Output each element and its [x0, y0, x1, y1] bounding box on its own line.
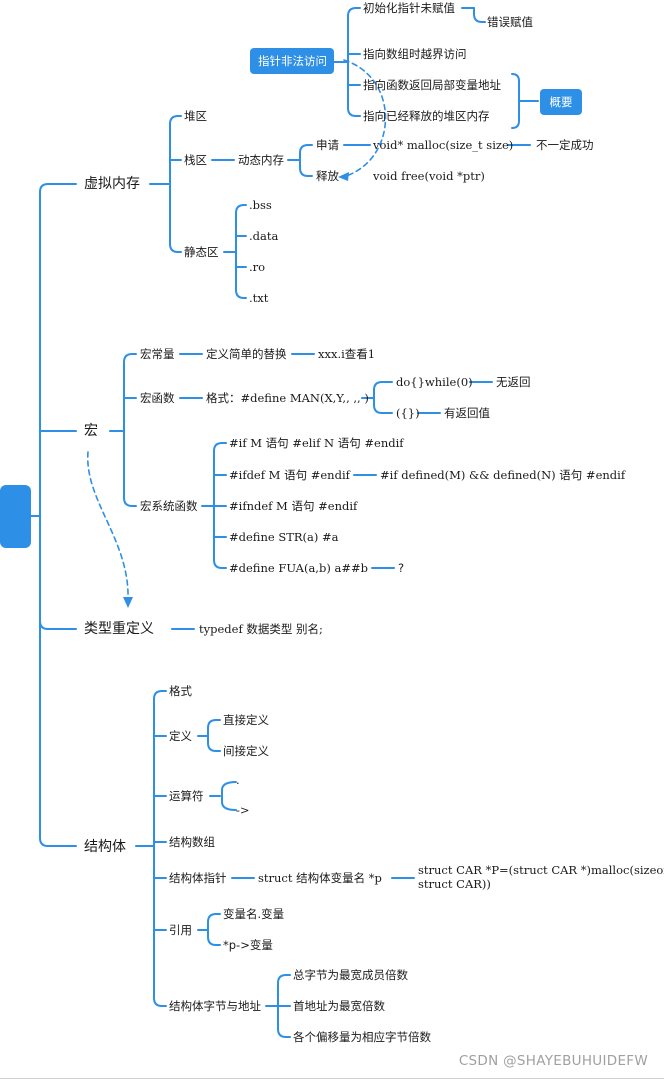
total-bytes-node[interactable]: 总字节为最宽成员倍数 — [293, 968, 408, 982]
dowhile-node[interactable]: do{}while(0) — [396, 375, 473, 389]
dynamic-memory-node[interactable]: 动态内存 — [238, 153, 284, 167]
struct-node[interactable]: 结构体 — [84, 839, 126, 855]
uninit-branch — [473, 7, 486, 23]
if-node[interactable]: #if M 语句 #elif N 语句 #endif — [229, 436, 404, 450]
has-return-node[interactable]: 有返回值 — [444, 406, 490, 420]
heap-node[interactable]: 堆区 — [184, 109, 207, 123]
bottom-divider — [0, 1078, 664, 1079]
macro-sys-node[interactable]: 宏系统函数 — [140, 499, 198, 513]
vm-branch — [169, 115, 182, 253]
pointer-var-node[interactable]: struct 结构体变量名 *p — [258, 871, 382, 885]
ref-arrow-node[interactable]: *p->变量 — [223, 938, 273, 952]
bss-node[interactable]: .bss — [249, 198, 272, 212]
watermark: CSDN @SHAYEBUHUIDEFW — [458, 1053, 648, 1069]
overview-brace — [511, 73, 539, 129]
free-arrowhead — [338, 172, 349, 181]
const-def-node[interactable]: 定义简单的替换 — [206, 347, 287, 361]
struct-pointer-node[interactable]: 结构体指针 — [169, 871, 227, 885]
typedef-desc-node[interactable]: typedef 数据类型 别名; — [199, 622, 323, 636]
offset-node[interactable]: 各个偏移量为相应字节倍数 — [293, 1030, 431, 1044]
stack-node[interactable]: 栈区 — [184, 153, 207, 167]
malloc-node[interactable]: void* malloc(size_t size) — [373, 138, 514, 152]
dynamic-branch — [299, 144, 313, 177]
ifdef-node[interactable]: #ifdef M 语句 #endif — [229, 468, 350, 482]
operator-brace — [221, 781, 237, 811]
dot-operator-node[interactable]: . — [236, 773, 240, 787]
not-success-node[interactable]: 不一定成功 — [536, 138, 594, 152]
struct-branch — [153, 690, 167, 1007]
uninit-node[interactable]: 初始化指针未赋值 — [363, 1, 455, 15]
release-node[interactable]: 释放 — [316, 169, 339, 183]
pointer-code-line2[interactable]: struct CAR)) — [418, 877, 491, 891]
typedef-arrowhead — [123, 597, 133, 608]
define-branch — [207, 719, 221, 752]
sys-branch — [213, 442, 227, 569]
struct-format-node[interactable]: 格式 — [169, 684, 192, 698]
paren-node[interactable]: ({}) — [396, 406, 420, 420]
macro-typedef-dashed-arrow — [87, 451, 129, 601]
overview-badge[interactable]: 概要 — [540, 89, 582, 115]
macro-branch — [123, 353, 137, 507]
ref-branch — [207, 913, 221, 946]
struct-bytes-node[interactable]: 结构体字节与地址 — [169, 999, 261, 1013]
indirect-define-node[interactable]: 间接定义 — [223, 744, 269, 758]
trunk-line — [39, 183, 77, 847]
question-node[interactable]: ? — [398, 561, 405, 575]
txt-node[interactable]: .txt — [249, 291, 269, 305]
ifdefined-node[interactable]: #if defined(M) && defined(N) 语句 #endif — [380, 468, 626, 482]
array-out-node[interactable]: 指向数组时越界访问 — [363, 47, 467, 61]
pointer-illegal-badge[interactable]: 指针非法访问 — [250, 48, 334, 74]
free-dashed-arrow — [343, 59, 387, 177]
root-node[interactable] — [0, 485, 31, 548]
arrow-operator-node[interactable]: -> — [236, 803, 250, 817]
macro-node[interactable]: 宏 — [84, 423, 98, 439]
pointer-branch — [347, 7, 361, 117]
ref-dot-node[interactable]: 变量名.变量 — [223, 907, 285, 921]
first-address-node[interactable]: 首地址为最宽倍数 — [293, 999, 385, 1013]
wrong-assign-node[interactable]: 错误赋值 — [487, 15, 533, 29]
ifndef-node[interactable]: #ifndef M 语句 #endif — [229, 499, 358, 513]
struct-define-node[interactable]: 定义 — [169, 729, 192, 743]
func-format-node[interactable]: 格式：#define MAN(X,Y,, ,, ) — [206, 391, 369, 405]
apply-node[interactable]: 申请 — [316, 138, 339, 152]
macro-const-node[interactable]: 宏常量 — [140, 347, 175, 361]
struct-array-node[interactable]: 结构数组 — [169, 835, 215, 849]
ro-node[interactable]: .ro — [249, 260, 266, 274]
static-node[interactable]: 静态区 — [184, 245, 219, 259]
no-return-node[interactable]: 无返回 — [496, 375, 531, 389]
operator-node[interactable]: 运算符 — [169, 789, 204, 803]
str-node[interactable]: #define STR(a) #a — [229, 530, 339, 544]
static-branch — [235, 204, 247, 299]
pointer-code-line1[interactable]: struct CAR *P=(struct CAR *)malloc(sizeo… — [418, 863, 664, 877]
fua-node[interactable]: #define FUA(a,b) a##b — [229, 561, 368, 575]
bytes-branch — [277, 974, 291, 1038]
macro-func-node[interactable]: 宏函数 — [140, 391, 175, 405]
const-view-node[interactable]: xxx.i查看1 — [318, 347, 376, 361]
func-local-node[interactable]: 指向函数返回局部变量地址 — [363, 78, 501, 92]
ref-node[interactable]: 引用 — [169, 923, 192, 937]
func-branch — [373, 381, 393, 414]
typedef-node[interactable]: 类型重定义 — [84, 621, 154, 637]
virtual-memory-node[interactable]: 虚拟内存 — [84, 176, 140, 192]
free-node[interactable]: void free(void *ptr) — [373, 169, 485, 183]
freed-heap-node[interactable]: 指向已经释放的堆区内存 — [363, 109, 490, 123]
data-node[interactable]: .data — [249, 229, 279, 243]
direct-define-node[interactable]: 直接定义 — [223, 713, 269, 727]
